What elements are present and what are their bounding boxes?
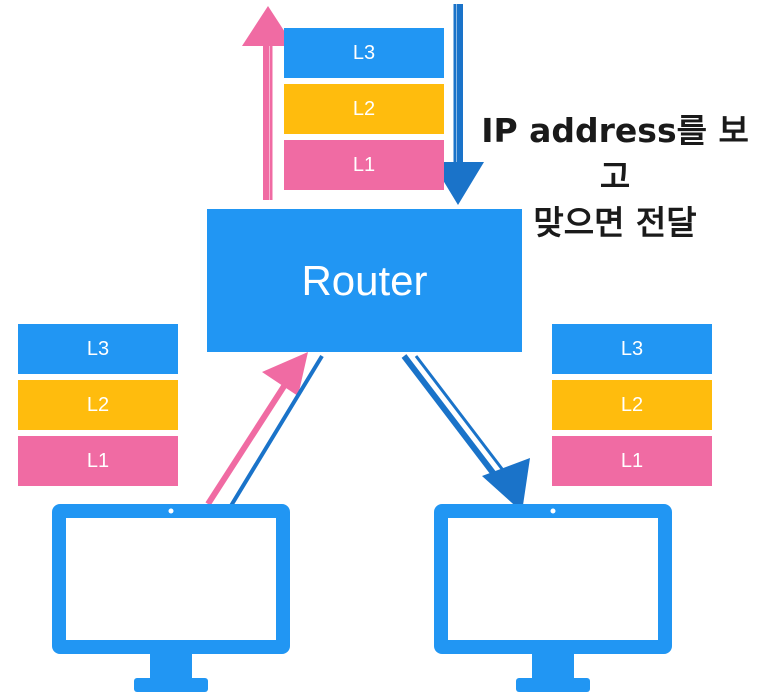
left-pink-arrow <box>205 352 308 506</box>
router-label: Router <box>301 256 428 304</box>
left-stack-l2: L2 <box>18 380 178 430</box>
top-blue-arrow <box>432 4 484 205</box>
top-stack-l3: L3 <box>284 28 444 78</box>
left-computer-icon <box>52 504 290 692</box>
top-stack-l2: L2 <box>284 84 444 134</box>
right-computer-icon <box>434 504 672 692</box>
annotation-line-1: IP address를 보고 <box>481 111 749 196</box>
top-pink-arrow <box>242 6 294 200</box>
left-stack-l3: L3 <box>18 324 178 374</box>
right-blue-arrow <box>401 354 530 512</box>
annotation-line-2: 맞으면 전달 <box>533 203 697 242</box>
left-stack-l1: L1 <box>18 436 178 486</box>
router-box: Router <box>207 209 522 352</box>
router-annotation: IP address를 보고 맞으면 전달 <box>470 108 760 246</box>
right-stack-l2: L2 <box>552 380 712 430</box>
top-stack-l1: L1 <box>284 140 444 190</box>
right-stack-l1: L1 <box>552 436 712 486</box>
right-stack-l3: L3 <box>552 324 712 374</box>
left-blue-line <box>224 354 324 516</box>
